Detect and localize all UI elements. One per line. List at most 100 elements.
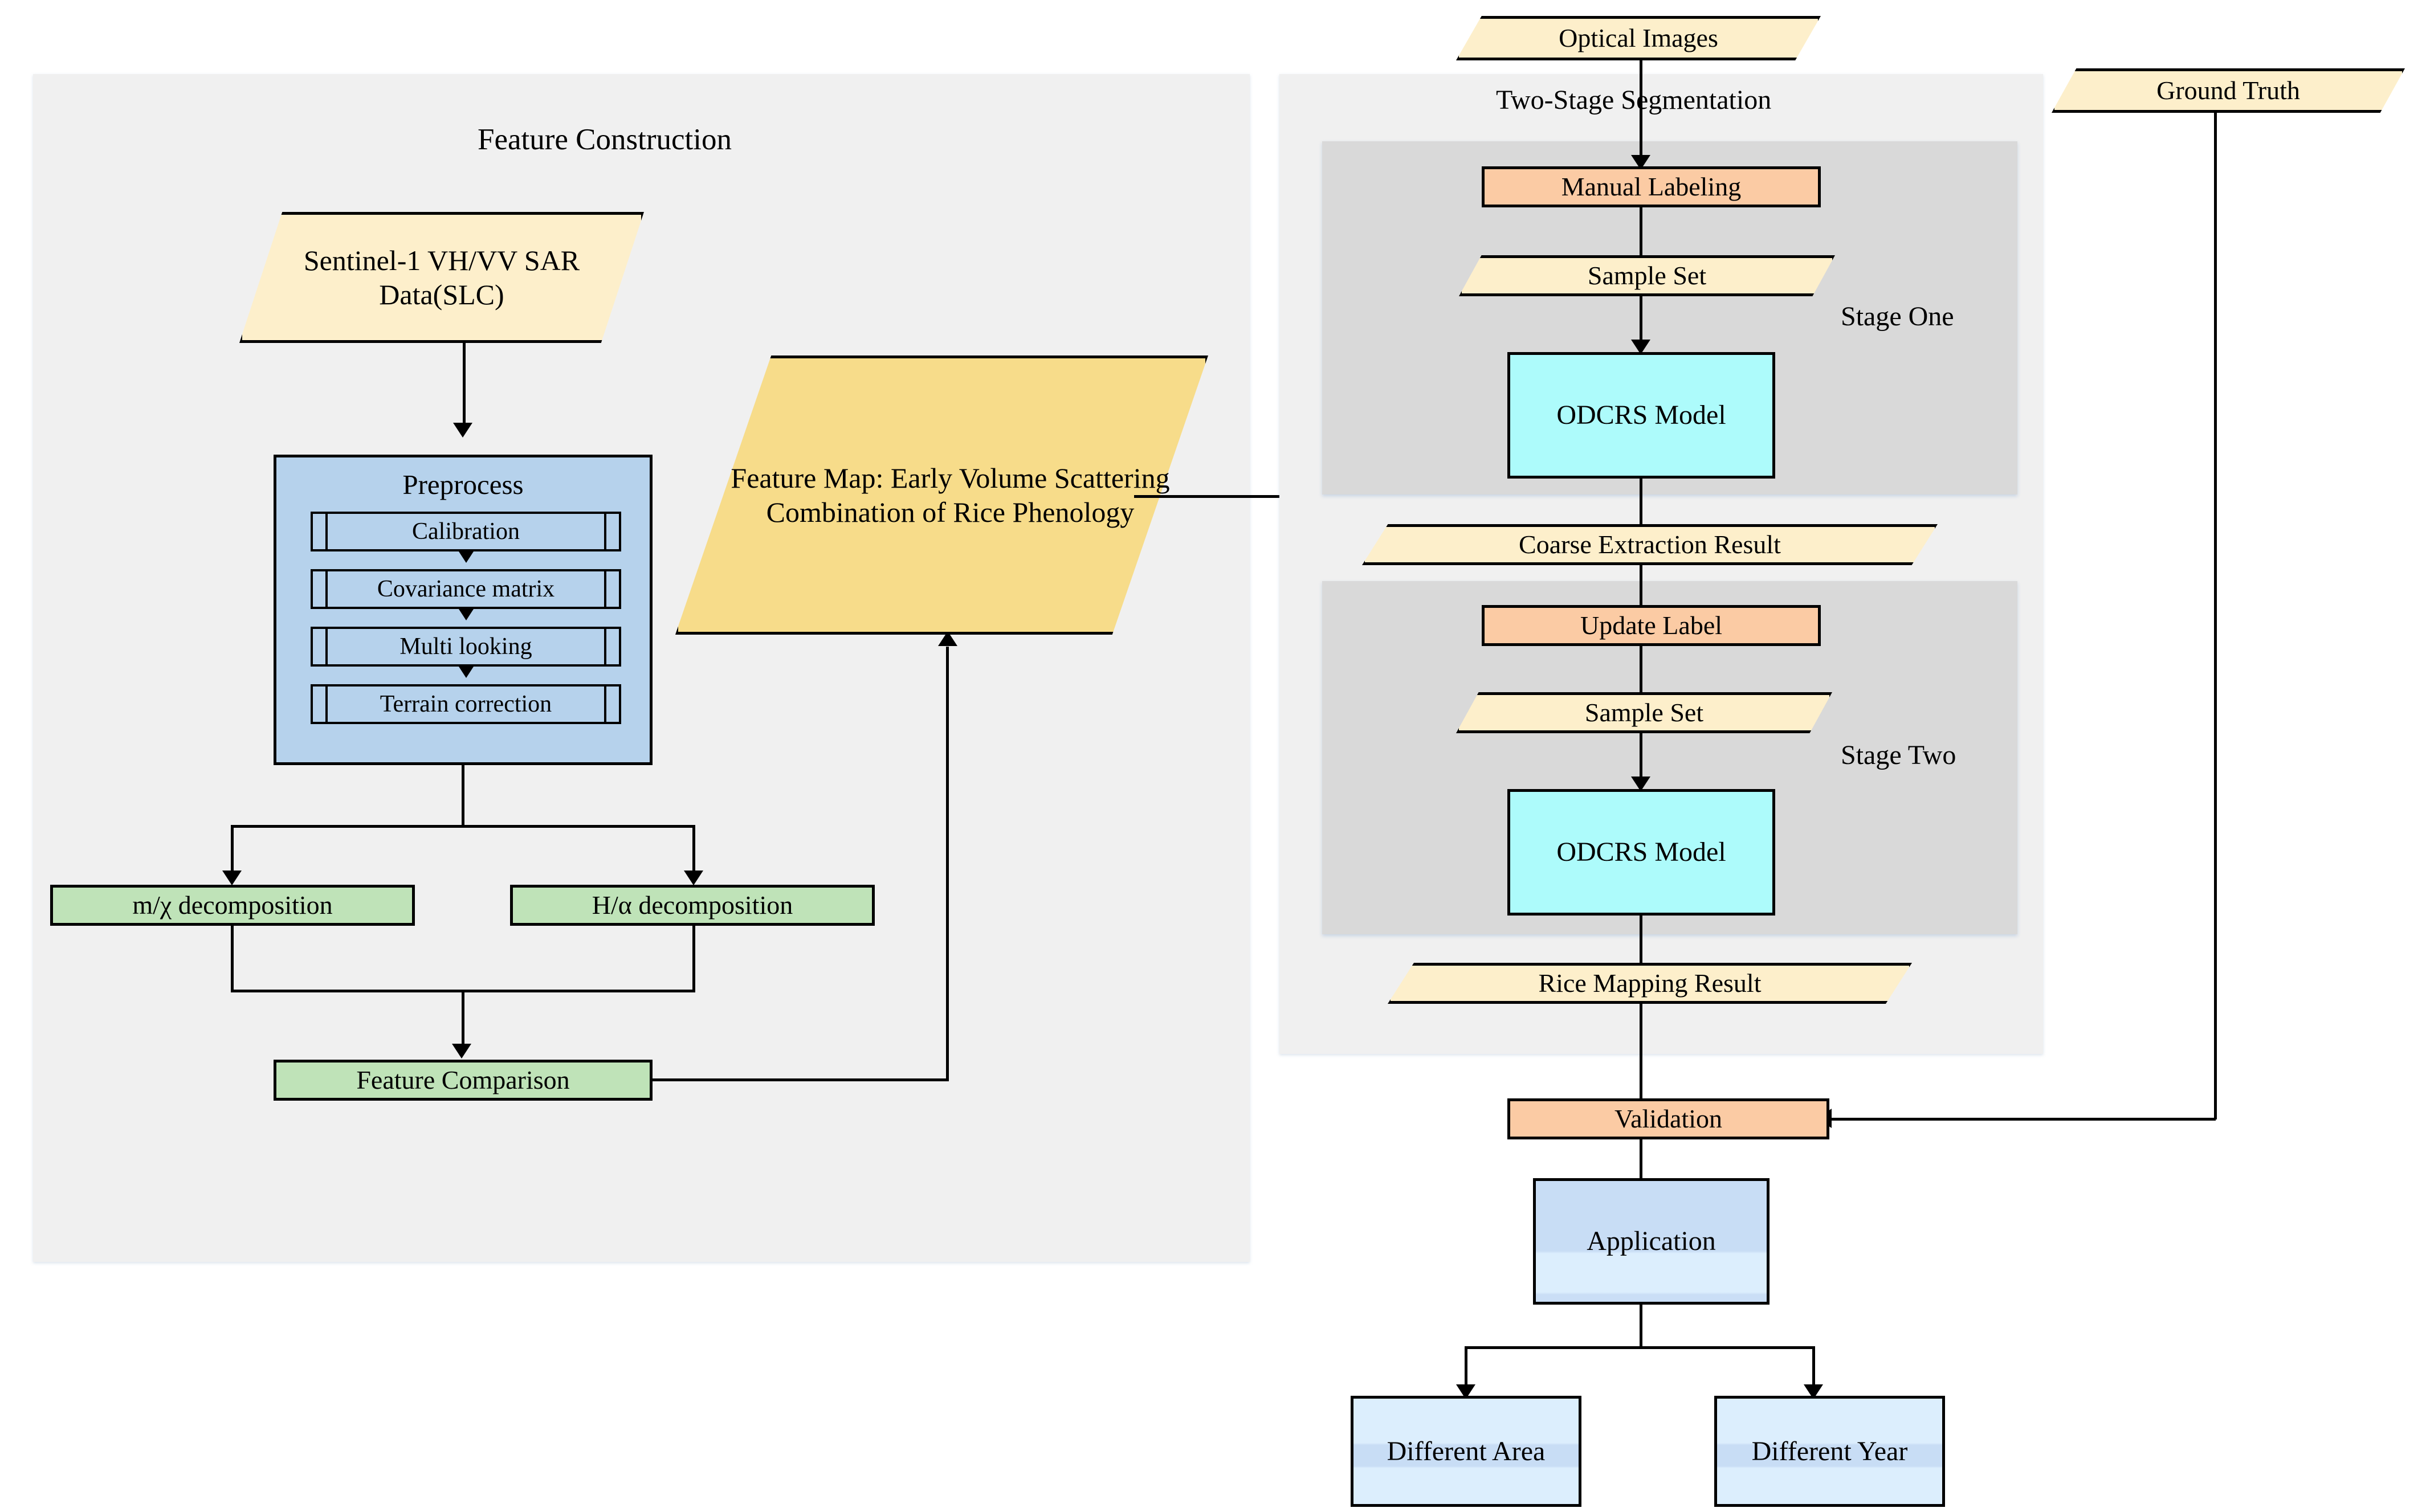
arrowhead-calibration-to-covariance <box>459 551 474 563</box>
edge-rice-to-validation <box>1640 1004 1642 1106</box>
ground-truth-node[interactable]: Ground Truth <box>2052 68 2405 113</box>
stage-one-label: Stage One <box>1841 301 1954 332</box>
edge-validation-to-application <box>1640 1139 1642 1195</box>
rice-mapping-result-label: Rice Mapping Result <box>1539 967 1762 999</box>
h-alpha-decomposition-node[interactable]: H/α decomposition <box>510 885 875 926</box>
preprocess-step-multi-looking[interactable]: Multi looking <box>311 627 621 667</box>
sample-set-two-node[interactable]: Sample Set <box>1456 692 1832 733</box>
sample-set-one-node[interactable]: Sample Set <box>1459 255 1835 296</box>
preprocess-step-covariance-matrix-label: Covariance matrix <box>377 576 555 602</box>
arrowhead-to-feature-comparison <box>452 1044 471 1059</box>
sample-set-one-text: Sample Set <box>1587 261 1707 291</box>
parallelogram-shape <box>1456 16 1821 60</box>
edge-sar-to-preprocess <box>463 343 466 423</box>
edge-sampleset-two-to-model-two <box>1640 733 1642 779</box>
optical-images-node[interactable]: Optical Images <box>1456 16 1821 60</box>
feature-comparison-node[interactable]: Feature Comparison <box>274 1060 653 1101</box>
sentinel1-data-node[interactable]: Sentinel-1 VH/VV SAR Data(SLC) <box>239 212 644 343</box>
parallelogram-shape <box>2052 68 2405 113</box>
optical-images-label: Optical Images <box>1559 22 1718 54</box>
m-chi-decomposition-node[interactable]: m/χ decomposition <box>50 885 415 926</box>
arrowhead-covariance-to-multilooking <box>459 609 474 620</box>
m-chi-decomposition-label: m/χ decomposition <box>132 890 333 920</box>
coarse-extraction-result-node[interactable]: Coarse Extraction Result <box>1362 524 1938 565</box>
update-label-node[interactable]: Update Label <box>1482 605 1821 646</box>
sar-line-2: VH/VV SAR <box>427 244 580 276</box>
parallelogram-shape <box>1459 255 1835 296</box>
arrowhead-to-m-chi-decomposition <box>222 871 242 885</box>
feature-construction-title: Feature Construction <box>478 123 732 156</box>
edge-h-alpha-down <box>692 926 695 991</box>
odcrs-model-stage-one-label: ODCRS Model <box>1556 400 1726 431</box>
sample-set-one-label: Sample Set <box>1588 260 1706 291</box>
different-area-label: Different Area <box>1387 1436 1546 1466</box>
coarse-extraction-result-text: Coarse Extraction Result <box>1519 530 1781 559</box>
edge-preprocess-split <box>231 825 695 828</box>
edge-groundtruth-to-validation <box>1829 1118 2216 1121</box>
coarse-extraction-result-label: Coarse Extraction Result <box>1519 529 1781 560</box>
feature-map-label: Feature Map: Early Volume Scattering Com… <box>675 461 1208 529</box>
sample-set-two-text: Sample Set <box>1584 698 1704 728</box>
feature-map-line-4: Combination of <box>766 496 946 528</box>
arrowhead-sampleset-two-to-model-two <box>1631 777 1650 791</box>
odcrs-model-stage-two-node[interactable]: ODCRS Model <box>1507 789 1775 916</box>
edge-split-to-different-area <box>1465 1346 1467 1387</box>
edge-coarse-to-update <box>1640 565 1642 621</box>
sentinel1-data-label: Sentinel-1 VH/VV SAR Data(SLC) <box>239 243 644 312</box>
edge-featuremap-bus-h <box>1134 495 1285 498</box>
edge-m-chi-down <box>231 926 234 991</box>
application-label: Application <box>1587 1226 1716 1257</box>
edge-preprocess-down <box>462 765 464 828</box>
arrowhead-sar-to-preprocess <box>453 423 472 438</box>
manual-labeling-label: Manual Labeling <box>1561 171 1742 201</box>
feature-map-line-2: Early Volume <box>890 462 1047 494</box>
edge-split-right <box>692 825 695 871</box>
sample-set-two-label: Sample Set <box>1585 697 1703 728</box>
edge-comparison-to-featuremap-v <box>946 647 949 1080</box>
sar-line-1: Sentinel-1 <box>303 244 421 276</box>
update-label-text: Update Label <box>1580 610 1723 640</box>
different-year-node[interactable]: Different Year <box>1714 1396 1945 1507</box>
parallelogram-shape <box>1388 963 1912 1004</box>
application-node[interactable]: Application <box>1533 1178 1770 1305</box>
different-area-node[interactable]: Different Area <box>1351 1396 1581 1507</box>
different-year-label: Different Year <box>1751 1436 1908 1466</box>
edge-split-to-different-year <box>1812 1346 1815 1387</box>
parallelogram-shape <box>1456 692 1832 733</box>
edge-application-down <box>1640 1305 1642 1349</box>
preprocess-step-multi-looking-label: Multi looking <box>399 634 532 660</box>
arrowhead-sampleset-to-model-one <box>1631 340 1650 354</box>
h-alpha-decomposition-label: H/α decomposition <box>592 890 793 920</box>
validation-label: Validation <box>1614 1104 1723 1133</box>
sar-line-3: Data(SLC) <box>379 279 504 310</box>
edge-split-left <box>231 825 234 871</box>
two-stage-segmentation-title: Two-Stage Segmentation <box>1496 85 1772 115</box>
edge-model-one-to-coarse <box>1640 479 1642 534</box>
edge-optical-to-manual <box>1640 60 1642 157</box>
rice-mapping-result-node[interactable]: Rice Mapping Result <box>1388 963 1912 1004</box>
feature-map-node[interactable]: Feature Map: Early Volume Scattering Com… <box>675 355 1208 635</box>
edge-manual-to-sampleset <box>1640 207 1642 259</box>
validation-node[interactable]: Validation <box>1507 1098 1829 1139</box>
parallelogram-shape <box>675 355 1208 635</box>
feature-map-line-5: Rice Phenology <box>953 496 1135 528</box>
preprocess-step-terrain-correction-label: Terrain correction <box>380 691 552 717</box>
edge-groundtruth-down <box>2214 111 2217 1119</box>
odcrs-model-stage-one-node[interactable]: ODCRS Model <box>1507 352 1775 479</box>
manual-labeling-node[interactable]: Manual Labeling <box>1482 166 1821 207</box>
edge-model-two-to-rice-result <box>1640 916 1642 971</box>
preprocess-step-terrain-correction[interactable]: Terrain correction <box>311 684 621 724</box>
feature-map-line-3: Scattering <box>1054 462 1170 494</box>
edge-merge-to-comparison <box>462 990 464 1047</box>
ground-truth-text: Ground Truth <box>2156 76 2300 105</box>
feature-map-line-1: Feature Map: <box>731 462 884 494</box>
preprocess-step-calibration[interactable]: Calibration <box>311 512 621 551</box>
optical-images-text: Optical Images <box>1559 23 1718 53</box>
preprocess-step-covariance-matrix[interactable]: Covariance matrix <box>311 569 621 609</box>
preprocess-step-calibration-label: Calibration <box>412 518 520 545</box>
parallelogram-shape <box>239 212 644 343</box>
parallelogram-shape <box>1362 524 1938 565</box>
edge-sampleset-to-model-one <box>1640 296 1642 342</box>
preprocess-title: Preprocess <box>402 469 524 500</box>
rice-mapping-result-text: Rice Mapping Result <box>1538 969 1762 998</box>
